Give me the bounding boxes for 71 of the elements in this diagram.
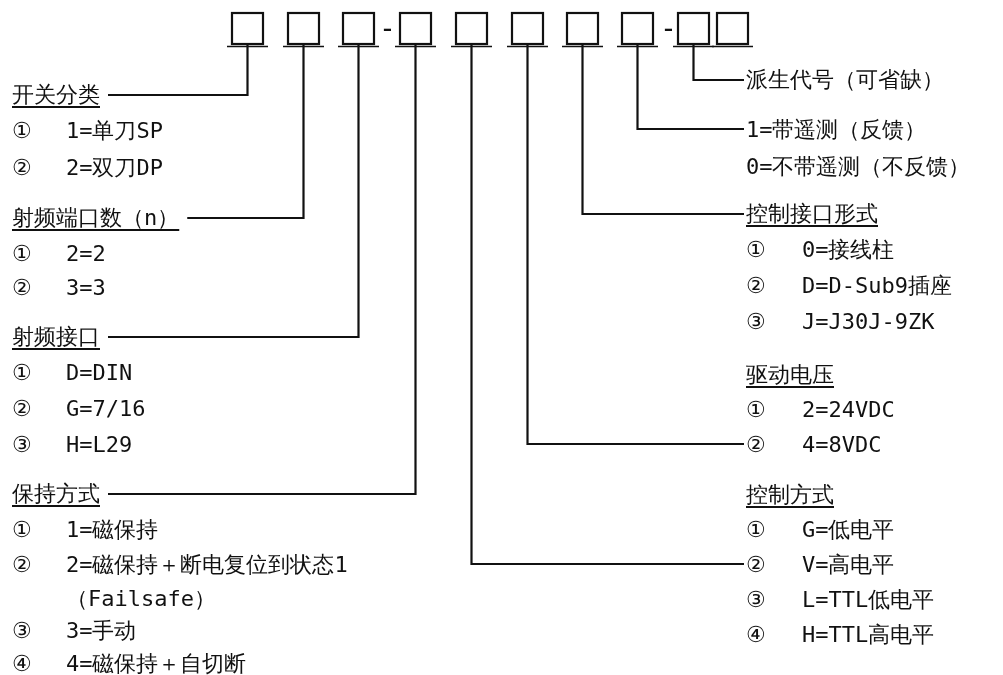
option-text: 3=3 xyxy=(66,274,106,302)
option-text: 2=2 xyxy=(66,240,106,268)
option-text: G=低电平 xyxy=(802,515,895,544)
option-text: 0=接线柱 xyxy=(802,236,895,264)
code-box xyxy=(338,11,379,48)
option-number: ① xyxy=(746,515,766,544)
option-number: ③ xyxy=(746,585,766,614)
code-box xyxy=(227,11,268,48)
option-number: ① xyxy=(12,117,32,145)
option-number: ② xyxy=(12,274,32,302)
option-number: ④ xyxy=(12,650,32,675)
option-text: V=高电平 xyxy=(802,550,895,579)
option-text: 4=磁保持＋自切断 xyxy=(66,650,247,675)
option-number: ③ xyxy=(746,308,766,336)
code-box xyxy=(673,11,714,48)
option-number: ② xyxy=(746,430,766,459)
option-number: ② xyxy=(12,395,32,423)
option-number: ② xyxy=(12,551,32,579)
option-text: 2=24VDC xyxy=(802,395,895,424)
code-box xyxy=(395,11,436,48)
option-text: 1=单刀SP xyxy=(66,117,163,145)
option-number: ③ xyxy=(12,431,32,459)
option-text: L=TTL低电平 xyxy=(802,585,935,614)
leader-line xyxy=(470,45,744,566)
option-text: 1=带遥测（反馈） xyxy=(746,115,927,144)
option-text: 2=双刀DP xyxy=(66,154,163,182)
leader-line xyxy=(526,45,744,446)
category-heading: 开关分类 xyxy=(12,78,108,112)
option-text: G=7/16 xyxy=(66,395,146,423)
option-number: ① xyxy=(746,395,766,424)
code-box xyxy=(712,11,753,48)
code-box xyxy=(283,11,324,48)
category-heading: 控制接口形式 xyxy=(746,200,878,228)
option-text: 1=磁保持 xyxy=(66,516,159,544)
option-text: D=DIN xyxy=(66,359,133,387)
option-number: ① xyxy=(12,359,32,387)
leader-line xyxy=(187,45,305,220)
option-text: 0=不带遥测（不反馈） xyxy=(746,152,971,181)
option-text: H=L29 xyxy=(66,431,133,459)
leader-line xyxy=(108,45,249,97)
category-heading: 射频接口 xyxy=(12,320,108,354)
option-number: ① xyxy=(12,240,32,268)
option-text: J=J30J-9ZK xyxy=(802,308,935,336)
option-number: ④ xyxy=(746,620,766,649)
code-box xyxy=(617,11,658,48)
code-box xyxy=(507,11,548,48)
option-number: ③ xyxy=(12,617,32,645)
category-heading: 控制方式 xyxy=(746,480,834,509)
code-box xyxy=(451,11,492,48)
code-box xyxy=(562,11,603,48)
leader-line xyxy=(108,45,417,496)
option-number: ② xyxy=(746,550,766,579)
leader-line xyxy=(581,45,744,216)
option-text: 2=磁保持＋断电复位到状态1（Failsafe） xyxy=(66,551,349,613)
category-heading: 保持方式 xyxy=(12,477,108,511)
option-number: ② xyxy=(746,272,766,300)
leader-line xyxy=(108,45,360,339)
option-number: ① xyxy=(746,236,766,264)
option-text: H=TTL高电平 xyxy=(802,620,935,649)
option-text: 派生代号（可省缺） xyxy=(746,66,944,94)
leader-line xyxy=(636,45,744,131)
option-text: 4=8VDC xyxy=(802,430,882,459)
option-number: ② xyxy=(12,154,32,182)
option-number: ① xyxy=(12,516,32,544)
option-text: D=D-Sub9插座 xyxy=(802,272,952,300)
category-heading: 射频端口数（n） xyxy=(12,201,188,235)
hyphen: - xyxy=(379,12,396,46)
category-heading: 驱动电压 xyxy=(746,360,834,389)
option-text: 3=手动 xyxy=(66,617,137,645)
hyphen: - xyxy=(660,12,677,46)
leader-line xyxy=(692,45,744,82)
